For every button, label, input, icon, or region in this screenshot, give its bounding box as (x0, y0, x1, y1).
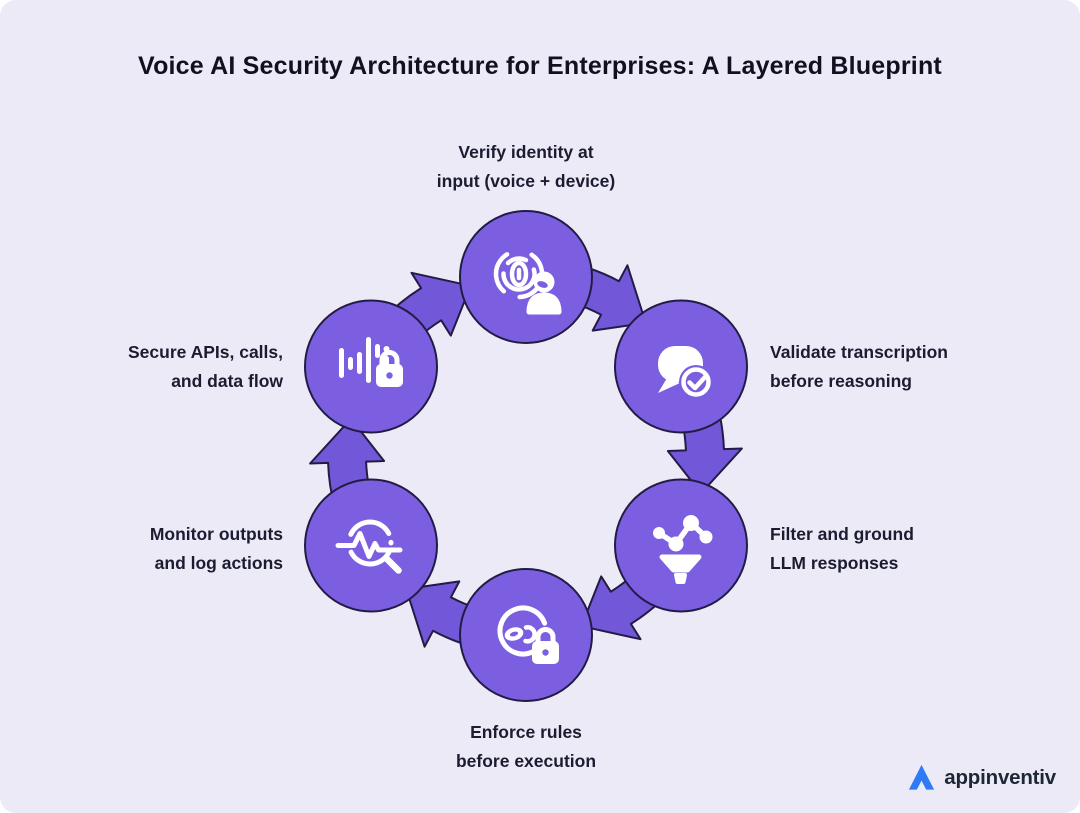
step-label-top: Verify identity at input (voice + device… (437, 138, 615, 196)
step-label-line: and log actions (154, 553, 283, 573)
step-label-bottom: Enforce rules before execution (456, 718, 596, 776)
step-label-line: Verify identity at (458, 142, 594, 162)
step-label-top-right: Validate transcription before reasoning (770, 338, 948, 396)
step-label-line: Filter and ground (770, 524, 914, 544)
page-title: Voice AI Security Architecture for Enter… (138, 52, 942, 80)
brand-name: appinventiv (944, 765, 1056, 789)
appinventiv-logo-icon (909, 764, 935, 790)
step-label-bottom-right: Filter and ground LLM responses (770, 520, 914, 578)
step-label-line: before execution (455, 751, 597, 771)
step-label-line: and data flow (171, 371, 283, 391)
waveform-lock-icon (339, 337, 403, 387)
step-circle-bottom-left (304, 478, 438, 613)
step-label-line: LLM responses (770, 553, 899, 573)
fingerprint-user-icon (493, 248, 562, 315)
step-label-line: before reasoning (770, 371, 912, 391)
graph-funnel-icon (653, 515, 713, 584)
step-circle-bottom (459, 568, 593, 702)
chat-check-icon (658, 346, 713, 399)
step-label-line: Validate transcription (770, 342, 948, 362)
step-label-top-left: Secure APIs, calls, and data flow (128, 338, 283, 396)
pulse-magnifier-icon (335, 519, 403, 574)
brand-logo: appinventiv (906, 762, 1056, 793)
policy-lock-icon (497, 605, 559, 664)
step-label-line: Monitor outputs (149, 524, 283, 544)
step-label-line: input (voice + device) (436, 171, 616, 191)
step-label-bottom-left: Monitor outputs and log actions (150, 520, 283, 578)
step-label-line: Enforce rules (470, 722, 582, 742)
step-label-line: Secure APIs, calls, (128, 342, 283, 362)
